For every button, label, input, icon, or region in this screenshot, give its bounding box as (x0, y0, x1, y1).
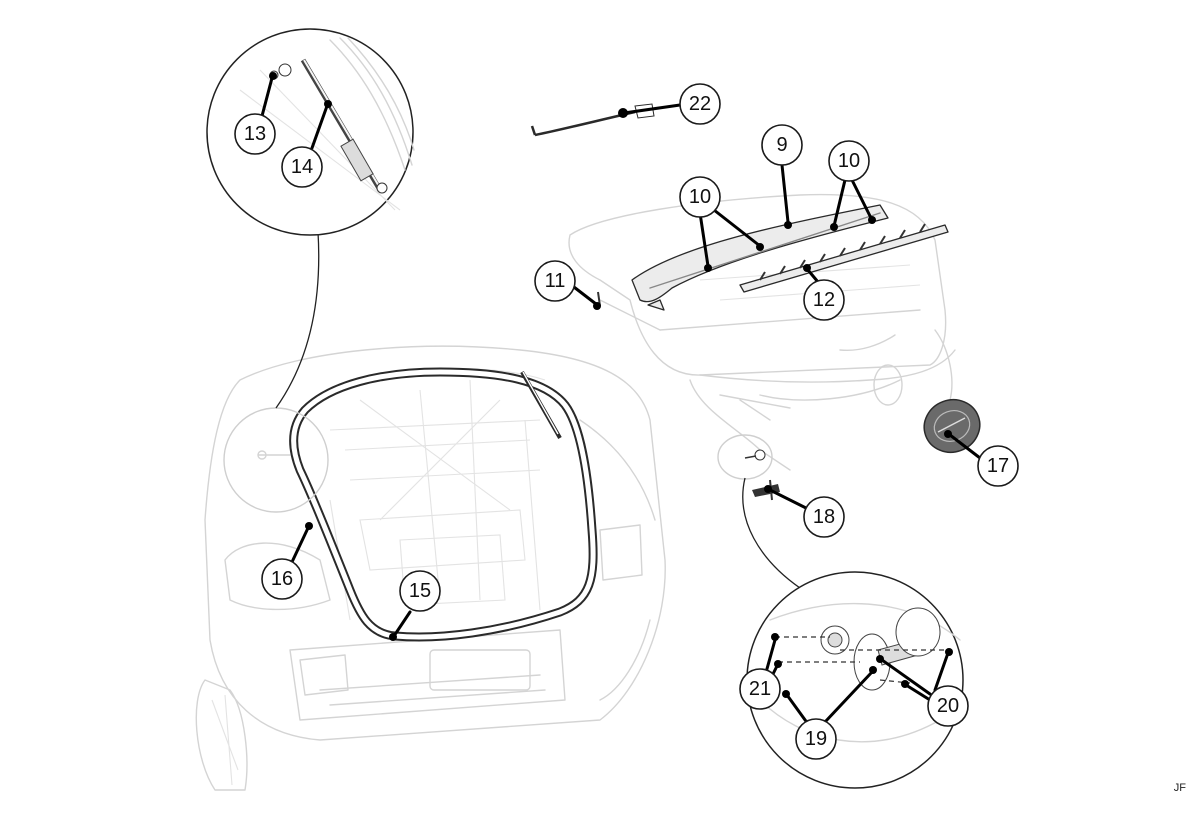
callout-label: 21 (749, 678, 771, 700)
callout-label: 18 (813, 506, 835, 528)
callout-10-right: 10 (829, 141, 869, 181)
callout-label: 10 (838, 150, 860, 172)
callout-16: 16 (262, 559, 302, 599)
callout-label: 15 (409, 580, 431, 602)
callout-label: 9 (776, 134, 787, 156)
release-cable (532, 104, 654, 135)
fuel-door (917, 392, 987, 460)
callout-9: 9 (762, 125, 802, 165)
callout-label: 13 (244, 123, 266, 145)
zoom-connector-strut (276, 232, 319, 408)
callout-12: 12 (804, 280, 844, 320)
detail-ring-strut-mount (224, 408, 328, 512)
callout-label: 20 (937, 695, 959, 717)
callout-label: 10 (689, 186, 711, 208)
callout-label: 11 (545, 270, 566, 292)
callout-14: 14 (282, 147, 322, 187)
callout-17: 17 (978, 446, 1018, 486)
callout-11: 11 (535, 261, 575, 301)
callout-22: 22 (680, 84, 720, 124)
zoom-detail-fuel-door-hinge (747, 572, 963, 788)
callout-18: 18 (804, 497, 844, 537)
callout-20: 20 (928, 686, 968, 726)
callout-label: 14 (291, 156, 313, 178)
callout-label: 16 (271, 568, 293, 590)
callout-13: 13 (235, 114, 275, 154)
gas-strut-installed (522, 372, 560, 438)
callout-19: 19 (796, 719, 836, 759)
detail-ring-latch (718, 435, 772, 479)
callout-label: 12 (813, 289, 835, 311)
callout-label: 22 (689, 93, 711, 115)
artist-signature: JF (1174, 782, 1186, 794)
callout-label: 17 (987, 455, 1009, 477)
callout-label: 19 (805, 728, 827, 750)
tailgate-seal (294, 372, 593, 637)
callout-21: 21 (740, 669, 780, 709)
callout-15: 15 (400, 571, 440, 611)
callout-10-left: 10 (680, 177, 720, 217)
